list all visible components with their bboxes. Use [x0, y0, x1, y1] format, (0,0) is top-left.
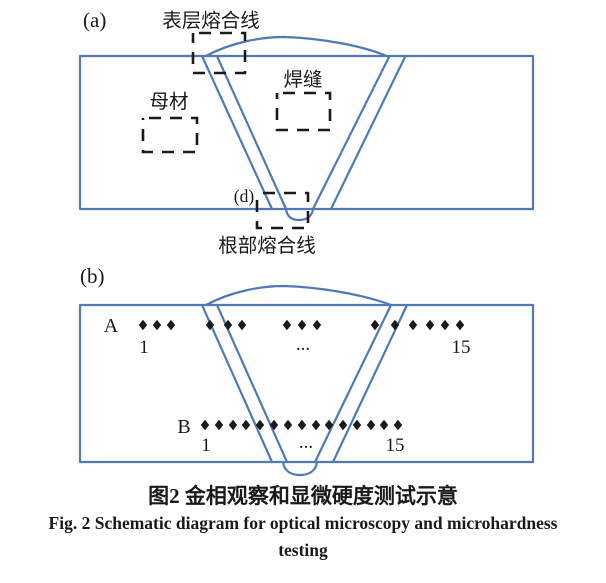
hardness-indent-marker	[311, 419, 321, 431]
hardness-indent-marker	[379, 419, 389, 431]
hardness-indent-marker	[425, 319, 435, 331]
row-a-first-number: 1	[139, 337, 149, 358]
hardness-indent-marker	[282, 319, 292, 331]
hardness-indent-marker	[297, 419, 307, 431]
panel-a-tag: (a)	[83, 8, 106, 32]
dashed-box-weld-seam	[275, 91, 332, 132]
dashed-box-base-metal	[141, 116, 199, 154]
row-b-last-number: 15	[386, 435, 405, 456]
fusion-line-right-inner-a	[311, 55, 391, 211]
hardness-indent-marker	[166, 319, 176, 331]
label-weld-seam: 焊缝	[283, 69, 322, 91]
hardness-indent-marker	[324, 419, 334, 431]
fusion-line-left-outer-b	[200, 303, 274, 464]
panel-a: (a) 表层熔合线 焊缝 母材 (d) 根部熔合线	[78, 8, 535, 257]
caption-chinese: 图2 金相观察和显微硬度测试示意	[148, 484, 458, 508]
hardness-indent-marker	[255, 419, 265, 431]
fusion-line-left-inner-a	[215, 54, 288, 211]
hardness-row-b-markers	[200, 419, 403, 431]
hardness-indent-marker	[312, 319, 322, 331]
weld-schematic-figure: (a) 表层熔合线 焊缝 母材 (d) 根部熔合线 (b) A 1 ... 15…	[78, 8, 535, 477]
weld-cap-a	[204, 35, 391, 59]
hardness-indent-marker	[370, 319, 380, 331]
panel-b-tag: (b)	[80, 264, 105, 288]
fusion-line-right-outer-a	[329, 55, 407, 211]
fusion-line-right-outer-b	[331, 303, 409, 464]
caption-english-line1: Fig. 2 Schematic diagram for optical mic…	[48, 513, 558, 533]
row-b-first-number: 1	[201, 435, 211, 456]
row-b-letter: B	[177, 416, 190, 438]
plate-outline-b	[78, 303, 535, 464]
weld-root-dip-a	[284, 207, 315, 222]
hardness-indent-marker	[269, 419, 279, 431]
hardness-indent-marker	[205, 319, 215, 331]
detail-d-tag: (d)	[234, 186, 255, 206]
hardness-indent-marker	[408, 319, 418, 331]
fusion-line-left-outer-a	[200, 54, 274, 211]
row-b-ellipsis: ...	[299, 432, 313, 453]
hardness-indent-marker	[393, 419, 403, 431]
hardness-indent-marker	[440, 319, 450, 331]
hardness-indent-marker	[228, 419, 238, 431]
hardness-indent-marker	[241, 419, 251, 431]
weld-cap-b	[204, 284, 393, 307]
hardness-row-a-markers	[138, 319, 465, 331]
row-a-letter: A	[104, 315, 119, 337]
label-base-metal: 母材	[149, 91, 188, 113]
hardness-indent-marker	[390, 319, 400, 331]
hardness-indent-marker	[152, 319, 162, 331]
hardness-indent-marker	[214, 419, 224, 431]
row-a-last-number: 15	[452, 337, 471, 358]
hardness-indent-marker	[297, 319, 307, 331]
caption-english-line2: testing	[278, 540, 328, 560]
hardness-indent-marker	[138, 319, 148, 331]
figure-caption: 图2 金相观察和显微硬度测试示意 Fig. 2 Schematic diagra…	[0, 482, 606, 564]
hardness-indent-marker	[200, 419, 210, 431]
hardness-indent-marker	[338, 419, 348, 431]
label-surface-fusion-line: 表层熔合线	[162, 10, 260, 32]
hardness-indent-marker	[366, 419, 376, 431]
hardness-indent-marker	[455, 319, 465, 331]
row-a-ellipsis: ...	[296, 334, 310, 355]
label-root-fusion-line: 根部熔合线	[218, 235, 316, 257]
hardness-indent-marker	[283, 419, 293, 431]
fusion-line-right-inner-b	[313, 303, 393, 464]
panel-b: (b) A 1 ... 15 B 1 ... 15	[78, 264, 535, 477]
hardness-indent-marker	[223, 319, 233, 331]
fusion-line-left-inner-b	[215, 303, 289, 464]
plate-outline-a	[78, 54, 535, 211]
hardness-indent-marker	[237, 319, 247, 331]
dashed-box-root-fusion	[255, 191, 310, 230]
dashed-box-surface-fusion	[191, 31, 247, 75]
weld-root-bulge-b	[281, 460, 319, 477]
hardness-indent-marker	[352, 419, 362, 431]
